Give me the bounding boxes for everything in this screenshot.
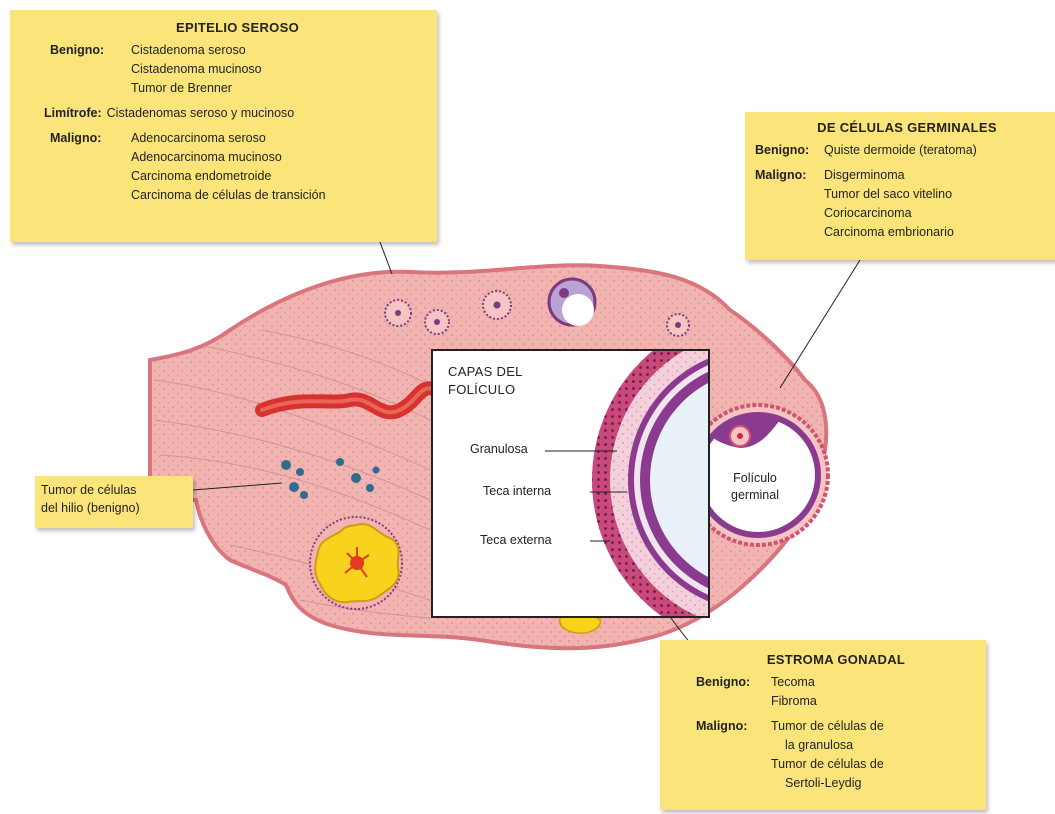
- germinales-leader: [780, 260, 860, 388]
- list-item: Adenocarcinoma mucinoso: [131, 148, 326, 167]
- inset-title: CAPAS DEL FOLÍCULO: [448, 363, 523, 399]
- follicle-label-line: Folículo: [721, 470, 789, 487]
- group-label: Benigno:: [696, 673, 771, 711]
- maligno-group: Maligno: Tumor de células de la granulos…: [696, 717, 976, 793]
- list-item: Carcinoma de células de transición: [131, 186, 326, 205]
- list-item: Tumor de células de: [771, 717, 884, 736]
- list-item: la granulosa: [771, 736, 884, 755]
- benigno-group: Benigno: Quiste dermoide (teratoma): [755, 141, 1055, 160]
- list-item: Adenocarcinoma seroso: [131, 129, 326, 148]
- list-item: Quiste dermoide (teratoma): [824, 141, 977, 160]
- group-label: Benigno:: [50, 41, 131, 98]
- benigno-group: Benigno: Cistadenoma seroso Cistadenoma …: [50, 41, 425, 98]
- corpus-luteum: [310, 517, 402, 609]
- hilio-box: Tumor de células del hilio (benigno): [35, 476, 193, 528]
- epitelio-leader: [380, 242, 392, 274]
- follicle-label-line: germinal: [721, 487, 789, 504]
- maligno-group: Maligno: Disgerminoma Tumor del saco vit…: [755, 166, 1055, 242]
- list-item: Cistadenomas seroso y mucinoso: [107, 104, 295, 123]
- list-item: Tumor de células de: [771, 755, 884, 774]
- list-item: Tumor del saco vitelino: [824, 185, 954, 204]
- inset-title-line: FOLÍCULO: [448, 381, 523, 399]
- estroma-gonadal-box: ESTROMA GONADAL Benigno: Tecoma Fibroma …: [660, 640, 986, 810]
- celulas-germinales-box: DE CÉLULAS GERMINALES Benigno: Quiste de…: [745, 112, 1055, 260]
- teca-interna-label: Teca interna: [483, 484, 551, 498]
- granulosa-label: Granulosa: [470, 442, 528, 456]
- list-item: Cistadenoma seroso: [131, 41, 262, 60]
- list-item: Carcinoma embrionario: [824, 223, 954, 242]
- list-item: Coriocarcinoma: [824, 204, 954, 223]
- list-item: Carcinoma endometroide: [131, 167, 326, 186]
- list-item: Tecoma: [771, 673, 817, 692]
- list-item: Cistadenoma mucinoso: [131, 60, 262, 79]
- group-label: Maligno:: [50, 129, 131, 205]
- group-label: Benigno:: [755, 141, 824, 160]
- hilio-line: Tumor de células: [41, 481, 187, 499]
- list-item: Fibroma: [771, 692, 817, 711]
- group-label: Limítrofe:: [44, 104, 107, 123]
- follicle-label: Folículo germinal: [721, 470, 789, 504]
- hilio-line: del hilio (benigno): [41, 499, 187, 517]
- group-label: Maligno:: [755, 166, 824, 242]
- inset-title-line: CAPAS DEL: [448, 363, 523, 381]
- group-label: Maligno:: [696, 717, 771, 793]
- limitrofe-group: Limítrofe: Cistadenomas seroso y mucinos…: [44, 104, 425, 123]
- list-item: Disgerminoma: [824, 166, 954, 185]
- gonadal-title: ESTROMA GONADAL: [696, 650, 976, 669]
- germinales-title: DE CÉLULAS GERMINALES: [755, 118, 1055, 137]
- list-item: Sertoli-Leydig: [771, 774, 884, 793]
- teca-externa-label: Teca externa: [480, 533, 552, 547]
- benigno-group: Benigno: Tecoma Fibroma: [696, 673, 976, 711]
- epitelio-title: EPITELIO SEROSO: [50, 18, 425, 37]
- maligno-group: Maligno: Adenocarcinoma seroso Adenocarc…: [50, 129, 425, 205]
- list-item: Tumor de Brenner: [131, 79, 262, 98]
- epitelio-seroso-box: EPITELIO SEROSO Benigno: Cistadenoma ser…: [10, 10, 437, 242]
